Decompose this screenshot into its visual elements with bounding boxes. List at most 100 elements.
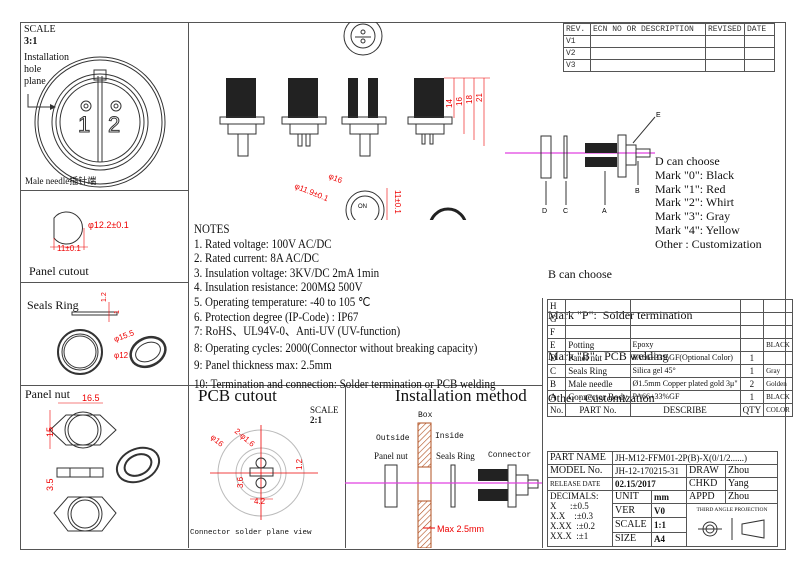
label: DRAW <box>686 464 726 478</box>
on-mark: ON <box>358 204 367 210</box>
label: UNIT <box>612 490 652 504</box>
part-letter: A <box>602 208 607 215</box>
projection: THIRD ANGLE PROJECTION <box>686 503 778 547</box>
dim-width: 4.2 <box>254 497 266 506</box>
draw: Zhou <box>725 464 778 478</box>
cell: V3 <box>563 59 591 72</box>
panel-cutout-title: Panel cutout <box>29 264 89 278</box>
text-line: X.XX :±0.2 <box>550 521 595 531</box>
cell: Silica gel 45° <box>629 364 741 378</box>
label: SCALE <box>612 517 652 533</box>
dim-width: 16.5 <box>82 393 100 403</box>
cell <box>565 312 631 326</box>
box-label: Box <box>418 411 433 420</box>
dim-inner: φ12 <box>114 351 129 360</box>
cell: Seals Ring <box>565 364 631 378</box>
connector-label: Connector <box>488 451 532 460</box>
revision-table: REV. ECN NO OR DESCRIPTION REVISED DATE … <box>563 23 775 72</box>
cell: A <box>546 390 567 404</box>
cell: Epoxy <box>629 338 741 352</box>
scale-value: 3:1 <box>24 36 38 47</box>
cell: Golden <box>763 377 793 391</box>
pin-label: 1 <box>78 112 90 137</box>
text-line: plane <box>24 76 46 87</box>
cell <box>739 325 765 339</box>
text-line: hole <box>24 64 42 75</box>
cell: Connector Body <box>565 390 631 404</box>
installation-title: Installation method <box>395 386 527 405</box>
cell: Ø1.5mm Copper plated gold 3μ" <box>629 377 741 391</box>
text-line: Installation <box>24 52 69 63</box>
header-cell: DATE <box>744 23 775 36</box>
part-letter: C <box>563 208 568 215</box>
text-line: Mark "2": Whirt <box>655 195 734 210</box>
cell <box>739 299 765 313</box>
cell <box>629 299 741 313</box>
dim-side: 16 <box>455 97 464 106</box>
seals-ring-drawing: 1.2 1 φ15.5 φ12 <box>57 292 167 375</box>
cell: DESCRIBE <box>629 403 741 417</box>
divider <box>20 385 188 386</box>
seals-ring-title: Seals Ring <box>27 298 79 312</box>
max-thickness: Max 2.5mm <box>437 524 484 534</box>
label: VER <box>612 502 652 519</box>
cell <box>763 325 793 339</box>
label: CHKD <box>686 477 726 491</box>
note-item: 2. Rated current: 8A AC/DC <box>194 251 319 266</box>
cell: BLACK <box>763 390 793 404</box>
dim-outer: φ15.5 <box>113 328 136 344</box>
unit: mm <box>651 490 687 504</box>
pcb-scale-value: 2:1 <box>310 415 322 425</box>
divider <box>345 385 346 548</box>
installation-drawing: Max 2.5mm <box>345 422 542 548</box>
pcb-caption: Connector solder plane view <box>190 529 312 537</box>
male-needle-view: 1 2 <box>27 56 166 188</box>
dim-flat: 11±0.1 <box>393 190 402 214</box>
scale: 1:1 <box>651 517 687 533</box>
cell: E <box>546 338 567 352</box>
label: PART NAME <box>547 451 613 465</box>
exploded-view: D C A B E <box>505 112 661 215</box>
cell: 1 <box>739 351 765 365</box>
cell: BLACK <box>763 338 793 352</box>
note-item: 6. Protection degree (IP-Code) : IP67 <box>194 309 359 324</box>
dim-gap: 1 <box>114 310 121 314</box>
release-date: 02.15/2017 <box>612 477 687 491</box>
note-item: 10: Termination and connection: Solder t… <box>194 376 496 391</box>
outside-label: Outside <box>376 434 410 443</box>
note-item: 5. Operating temperature: -40 to 105 ℃ <box>194 294 371 309</box>
scale-label: SCALE <box>24 24 56 35</box>
text-line: D can choose <box>655 154 720 168</box>
dim-side: 14 <box>445 99 454 108</box>
divider <box>188 22 189 548</box>
text-line: Mark "0": Black <box>655 167 735 182</box>
cell <box>763 312 793 326</box>
cell: Male needle <box>565 377 631 391</box>
dim-thickness: 3.5 <box>45 478 55 491</box>
cell <box>629 312 741 326</box>
projection-label: THIRD ANGLE PROJECTION <box>696 507 768 513</box>
dim-width: 11±0.1 <box>57 244 81 253</box>
dim-side: 21 <box>475 93 484 102</box>
part-letter: D <box>542 208 547 215</box>
label: APPD <box>686 490 726 504</box>
panel-cutout-drawing: 11±0.1 φ12.2±0.1 <box>50 211 129 253</box>
cell: QTY <box>739 403 765 417</box>
notes-title: NOTES <box>194 222 230 236</box>
table-row: G <box>546 312 793 326</box>
table-row: V2 <box>563 47 775 60</box>
dim-thickness: 1.2 <box>101 292 108 302</box>
chkd: Yang <box>725 477 778 491</box>
cell: F <box>546 325 567 339</box>
note-item: 9: Panel thickness max: 2.5mm <box>194 358 332 373</box>
size: A4 <box>651 531 687 548</box>
inside-label: Inside <box>435 432 464 441</box>
cell: PART No. <box>565 403 631 417</box>
dim-outer: φ16 <box>209 433 226 449</box>
